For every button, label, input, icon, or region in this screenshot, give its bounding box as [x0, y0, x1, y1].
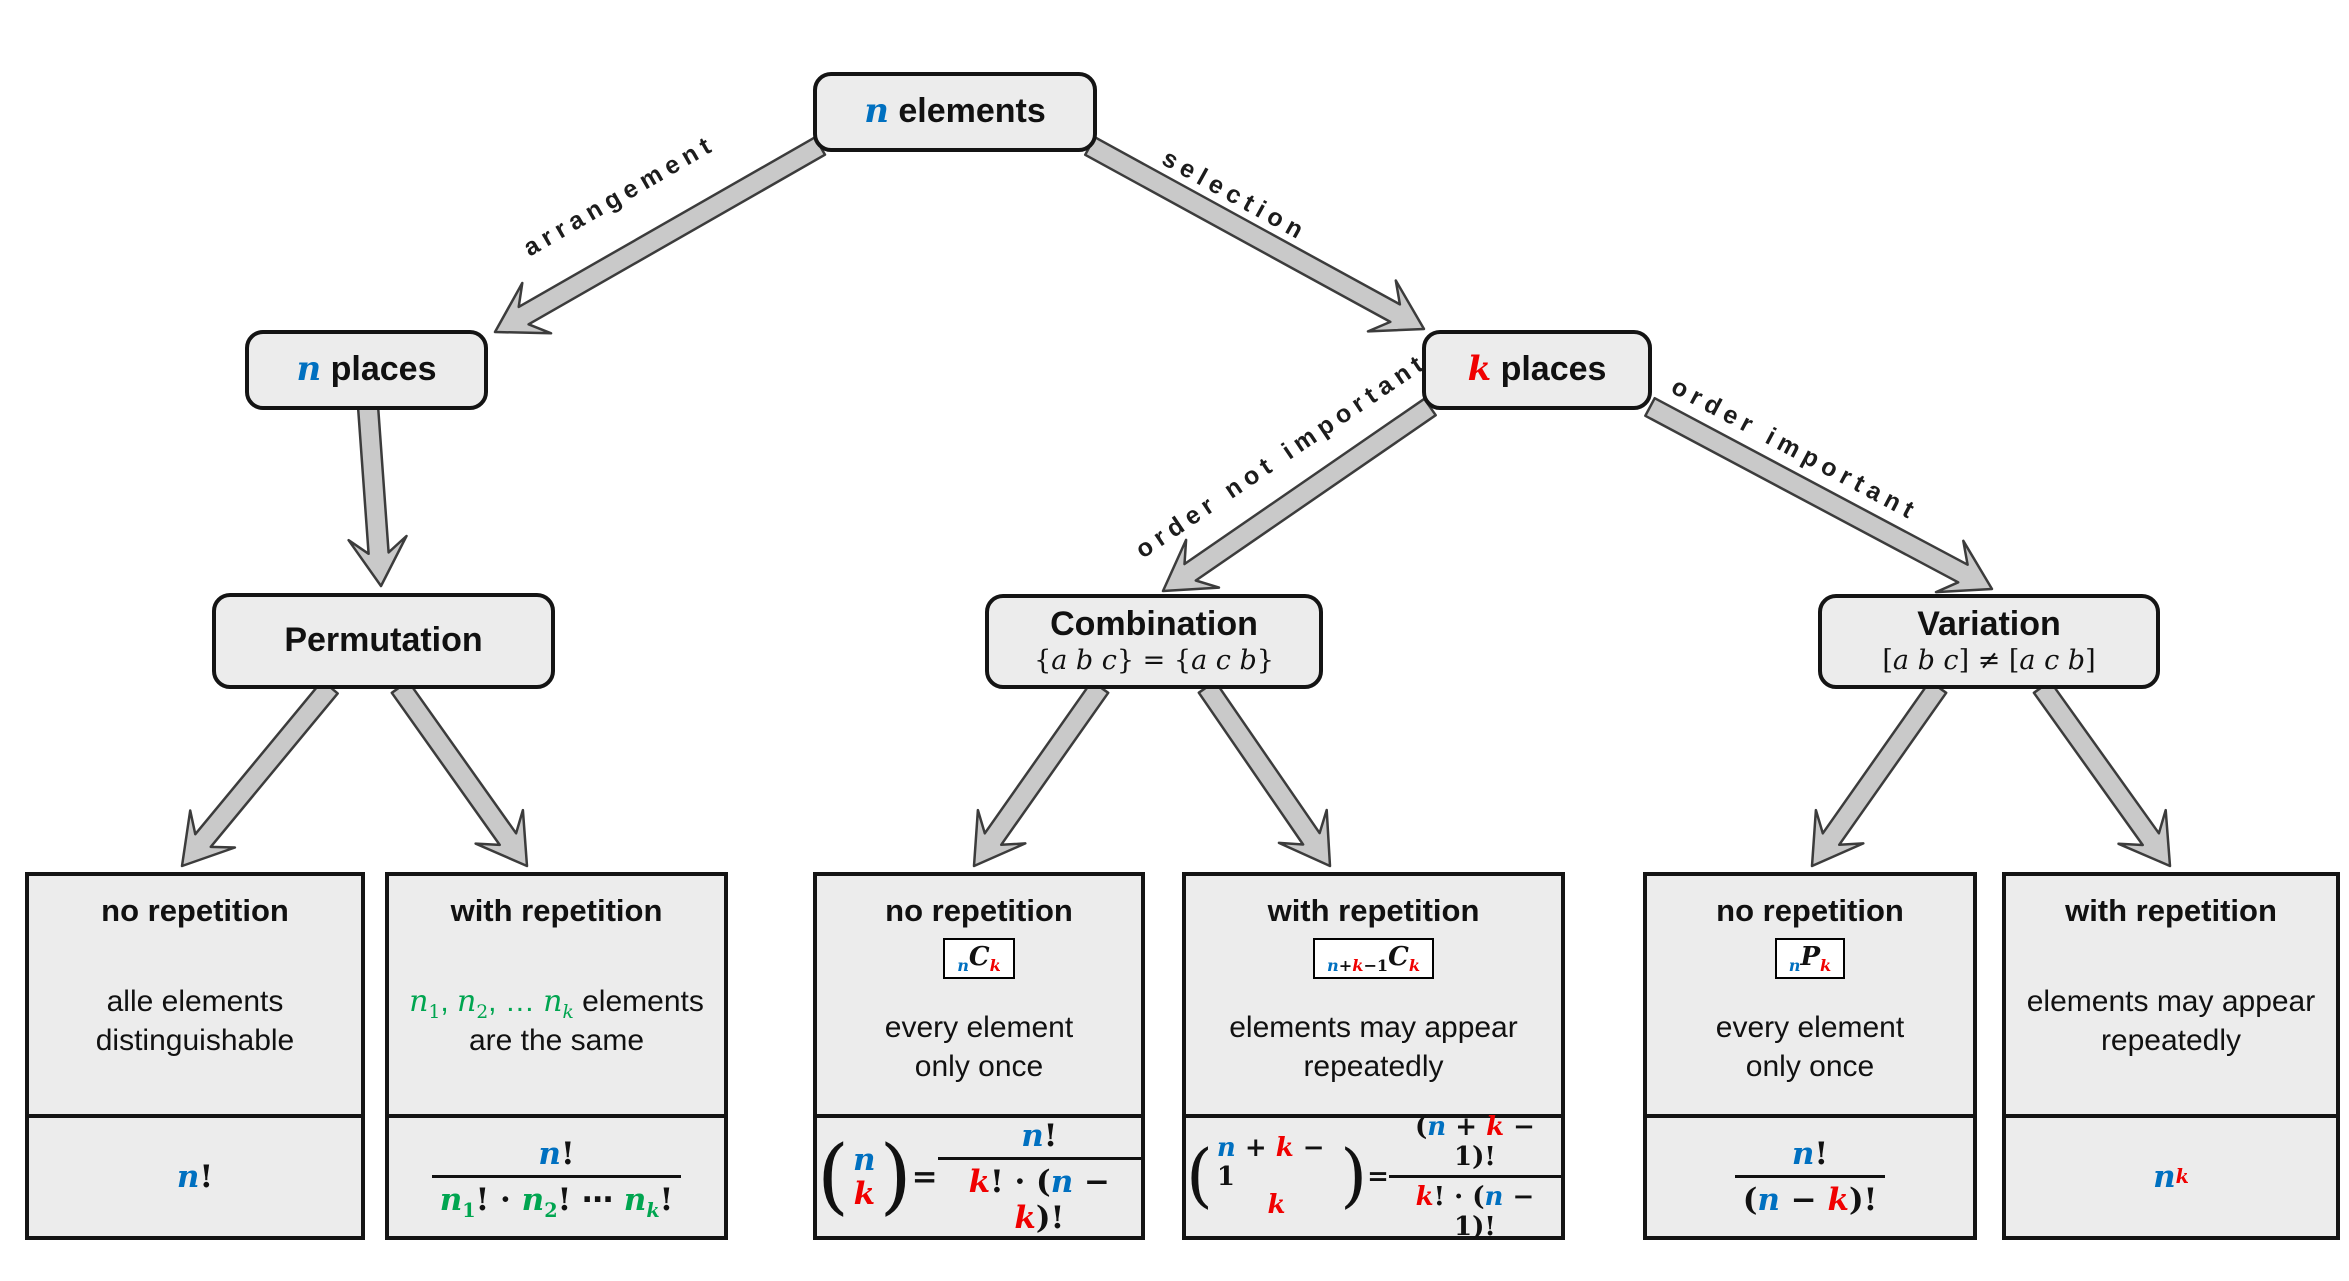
leaf-title: with repetition: [450, 893, 663, 928]
node-permutation: Permutation: [212, 593, 555, 689]
edge-selection-arrow: [1083, 135, 1426, 333]
node-k-places-label: k places: [1467, 349, 1607, 390]
node-n-elements-label: n elements: [864, 91, 1046, 132]
edge-nplaces-permutation-arrow: [347, 404, 408, 588]
node-n-places-label: n places: [296, 349, 437, 390]
edge-order-not-important-arrow: [1161, 397, 1437, 593]
edge-combination-withrep-arrow: [1197, 680, 1332, 868]
node-combination-example: {a b c} = {a c b}: [1034, 645, 1274, 677]
node-permutation-label: Permutation: [284, 621, 483, 660]
symbol-nCk-badge: nCk: [943, 938, 1015, 980]
leaf-formula: n!n1! · n2! ⋯ nk!: [389, 1114, 724, 1236]
edge-variation-norep-arrow: [1810, 679, 1948, 868]
leaf-title: no repetition: [101, 893, 289, 928]
symbol-nPk-badge: nPk: [1774, 938, 1846, 980]
leaf-title: with repetition: [2065, 893, 2277, 928]
symbol-n+k-1Ck-badge: n+k−1Ck: [1313, 938, 1434, 980]
leaf-formula: n!(n − k)!: [1647, 1114, 1973, 1236]
leaf-formula: n!: [29, 1114, 361, 1236]
node-variation: Variation [a b c] ≠ [a c b]: [1818, 594, 2160, 689]
node-combination-label: Combination: [1050, 604, 1258, 643]
leaf-title: no repetition: [885, 893, 1073, 928]
node-variation-label: Variation: [1917, 604, 2061, 643]
edge-arrangement-arrow: [493, 136, 827, 335]
node-n-elements: n elements: [813, 72, 1097, 152]
edge-permutation-norep-arrow: [180, 679, 339, 868]
leaf-title: no repetition: [1716, 893, 1904, 928]
edge-combination-norep-arrow: [972, 679, 1110, 868]
leaf-combination-with-repetition: with repetition n+k−1Ck elements may app…: [1182, 872, 1565, 1242]
edge-variation-withrep-arrow: [2032, 679, 2172, 868]
node-k-places: k places: [1422, 330, 1652, 410]
node-combination: Combination {a b c} = {a c b}: [985, 594, 1323, 689]
edge-order-important-arrow: [1644, 396, 1994, 594]
node-n-places: n places: [245, 330, 488, 410]
edge-permutation-withrep-arrow: [390, 679, 529, 868]
leaf-title: with repetition: [1267, 893, 1480, 928]
node-variation-example: [a b c] ≠ [a c b]: [1882, 645, 2096, 677]
